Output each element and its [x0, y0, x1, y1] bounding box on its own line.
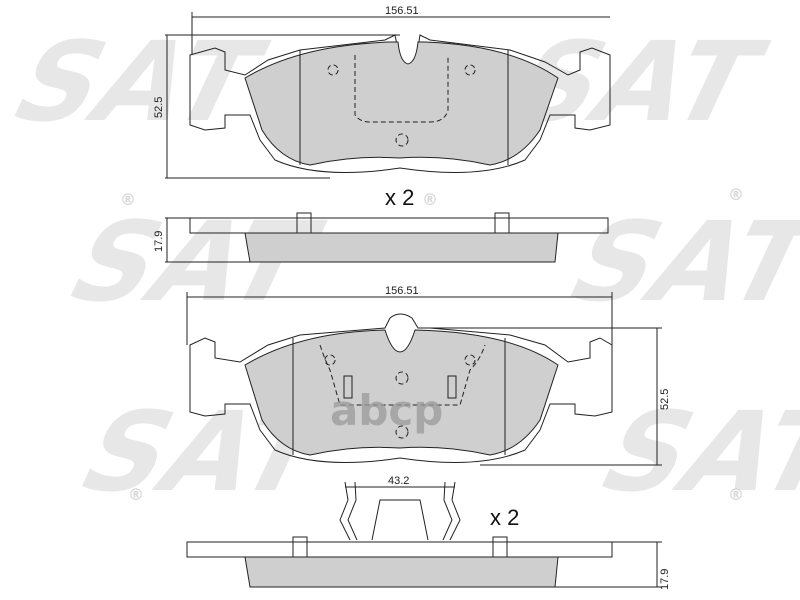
- registered-mark: ®: [128, 485, 144, 504]
- registered-mark: ®: [422, 190, 438, 209]
- thickness-dimension: 17.9: [153, 231, 165, 252]
- height-dimension: 52.5: [659, 389, 671, 410]
- center-watermark: abcp: [330, 386, 443, 435]
- quantity-label: x 2: [490, 505, 519, 530]
- height-dimension: 52.5: [153, 97, 165, 118]
- bottom-pad-side: 17.9: [186, 536, 671, 590]
- bottom-pad-face: abcp: [189, 313, 613, 463]
- registered-mark: ®: [728, 185, 744, 204]
- top-pad-side: 17.9: [153, 212, 609, 263]
- quantity-label: x 2: [385, 185, 414, 210]
- top-pad-face: [189, 34, 611, 173]
- thickness-dimension: 17.9: [659, 569, 671, 590]
- clip-spring: 43.2 x 2: [339, 475, 519, 541]
- bottom-pad-dimensions: 156.51 52.5: [186, 285, 671, 466]
- width-dimension: 156.51: [385, 285, 419, 297]
- width-dimension: 156.51: [385, 5, 419, 17]
- sat-watermark: SAT SAT SAT SAT SAT SAT ® ® ® ® ®: [0, 18, 800, 516]
- registered-mark: ®: [728, 485, 744, 504]
- svg-text:SAT: SAT: [0, 18, 282, 146]
- top-pad-dimensions: 156.51 52.5 x 2: [153, 5, 610, 210]
- registered-mark: ®: [120, 190, 136, 209]
- clip-width-dimension: 43.2: [388, 475, 409, 487]
